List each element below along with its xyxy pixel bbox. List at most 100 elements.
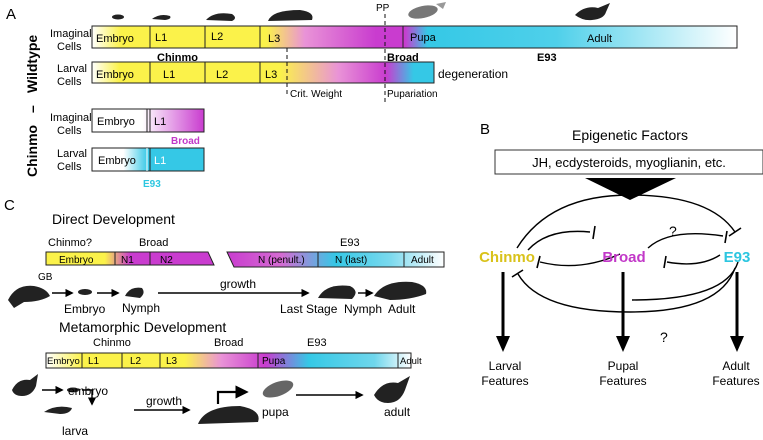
arrowhead-larval — [496, 336, 510, 352]
direct-n1: N1 — [121, 255, 134, 266]
arc-bottom-outer-2 — [631, 261, 739, 301]
meta-pupa: Pupa — [262, 356, 286, 367]
wt-larval-label-2: Cells — [57, 76, 82, 88]
wt-stage-pupa: Pupa — [410, 32, 437, 44]
meta-chinmo: Chinmo — [93, 337, 131, 349]
inhibit-chinmo-bottom — [511, 269, 524, 278]
wt-factor-broad: Broad — [387, 52, 419, 64]
meta-l2: L2 — [130, 356, 142, 367]
l1-larva-silhouette-icon — [152, 15, 171, 20]
ch-imaginal-bar — [91, 108, 205, 133]
factors-box-text: JH, ecdysteroids, myoglianin, etc. — [532, 155, 726, 170]
wt-imaginal-label-2: Cells — [57, 41, 82, 53]
ch-larv-embryo: Embryo — [98, 155, 136, 167]
meta-title: Metamorphic Development — [59, 319, 226, 335]
wt-stage-l2: L2 — [211, 31, 223, 43]
wt-larv-embryo: Embryo — [96, 69, 134, 81]
panel-label-c: C — [4, 197, 15, 214]
pupal-features-2: Features — [599, 374, 646, 388]
ch-larval-bar — [91, 147, 205, 172]
meta-embryo-icon — [67, 387, 79, 393]
meta-fly-mother-icon — [12, 374, 38, 396]
direct-broad: Broad — [139, 237, 168, 249]
direct-e93: E93 — [340, 237, 360, 249]
l3-larva-silhouette-icon — [268, 10, 313, 21]
direct-nymph-label: Nymph — [122, 301, 160, 315]
meta-adult-fly-icon — [374, 376, 410, 403]
inhibit-broad-left — [592, 225, 596, 240]
node-chinmo: Chinmo — [479, 249, 535, 266]
adult-features-1: Adult — [722, 359, 750, 373]
arc-e93-broad — [666, 254, 721, 265]
arrowhead-pupal — [616, 336, 630, 352]
inhibit-e93-top — [728, 227, 742, 237]
meta-pupa-label: pupa — [262, 405, 289, 419]
direct-title: Direct Development — [52, 211, 175, 227]
direct-adult-label: Adult — [388, 302, 416, 316]
arc-chinmo-broad — [527, 230, 591, 251]
arc-top-outer — [516, 194, 736, 249]
wt-stage-l3: L3 — [268, 33, 280, 45]
question-bottom: ? — [660, 329, 668, 345]
arrowhead-adult — [730, 336, 744, 352]
direct-adult-bar: Adult — [411, 255, 434, 266]
meta-larva-icon — [44, 406, 72, 414]
wt-larv-l2: L2 — [216, 69, 228, 81]
adult-features-2: Features — [712, 374, 759, 388]
inhibit-broad-right — [663, 255, 667, 269]
ch-larval-label-1: Larval — [57, 148, 87, 160]
larval-features-1: Larval — [489, 359, 522, 373]
ch-imag-embryo: Embryo — [97, 116, 135, 128]
meta-adult: Adult — [400, 356, 422, 367]
direct-chinmo-q: Chinmo? — [48, 237, 92, 249]
ch-imag-broad: Broad — [171, 136, 200, 147]
ch-imag-l1: L1 — [154, 116, 166, 128]
crit-weight-label: Crit. Weight — [290, 89, 342, 100]
wt-larv-l1: L1 — [163, 69, 175, 81]
degeneration-label: degeneration — [438, 67, 508, 81]
arc-bottom-outer — [517, 267, 736, 313]
larval-features-2: Features — [481, 374, 528, 388]
chinmo-mutant-label: Chinmo — [24, 125, 40, 177]
direct-adult-cricket-icon — [374, 281, 427, 300]
ch-larv-e93: E93 — [143, 179, 161, 190]
meta-growth-label: growth — [146, 394, 182, 408]
epigenetic-title: Epigenetic Factors — [572, 127, 688, 143]
direct-embryo-icon — [78, 289, 92, 295]
meta-arrow-bend-2 — [216, 385, 249, 404]
meta-l1: L1 — [88, 356, 100, 367]
meta-pupa-icon — [262, 380, 294, 398]
direct-nymph-icon — [125, 287, 144, 298]
embryo-silhouette-icon — [112, 14, 124, 20]
wt-imaginal-bar — [91, 25, 738, 49]
epigenetic-big-arrow — [585, 178, 676, 200]
pupariation-label: Pupariation — [387, 89, 438, 100]
meta-adult-label: adult — [384, 405, 411, 419]
panel-label-a: A — [6, 6, 16, 23]
arc-broad-chinmo-lower — [539, 253, 621, 267]
inhibit-e93-mid — [724, 230, 728, 244]
cricket-mother-icon — [8, 285, 50, 308]
meta-bar — [45, 352, 412, 369]
pp-label: PP — [376, 3, 390, 14]
meta-larva-label: larva — [62, 424, 88, 438]
factors-box — [494, 149, 763, 175]
ch-larval-label-2: Cells — [57, 161, 82, 173]
wt-factor-chinmo: Chinmo — [157, 52, 198, 64]
node-e93: E93 — [724, 249, 751, 266]
pupa-silhouette-icon — [408, 5, 438, 19]
ch-imaginal-label-2: Cells — [57, 125, 82, 137]
adult-fly-silhouette-icon — [575, 3, 610, 21]
direct-n2: N2 — [160, 255, 173, 266]
meta-embryo-label: embryo — [68, 384, 108, 398]
wt-stage-l1: L1 — [155, 32, 167, 44]
wt-larval-label-1: Larval — [57, 63, 87, 75]
direct-bar-1 — [45, 251, 215, 266]
node-broad: Broad — [602, 249, 645, 266]
wt-larval-bar — [91, 61, 435, 84]
direct-n-last: N (last) — [335, 255, 367, 266]
direct-last-nymph-icon — [318, 285, 356, 299]
wt-larv-l3: L3 — [265, 69, 277, 81]
pupal-features-1: Pupal — [608, 359, 639, 373]
